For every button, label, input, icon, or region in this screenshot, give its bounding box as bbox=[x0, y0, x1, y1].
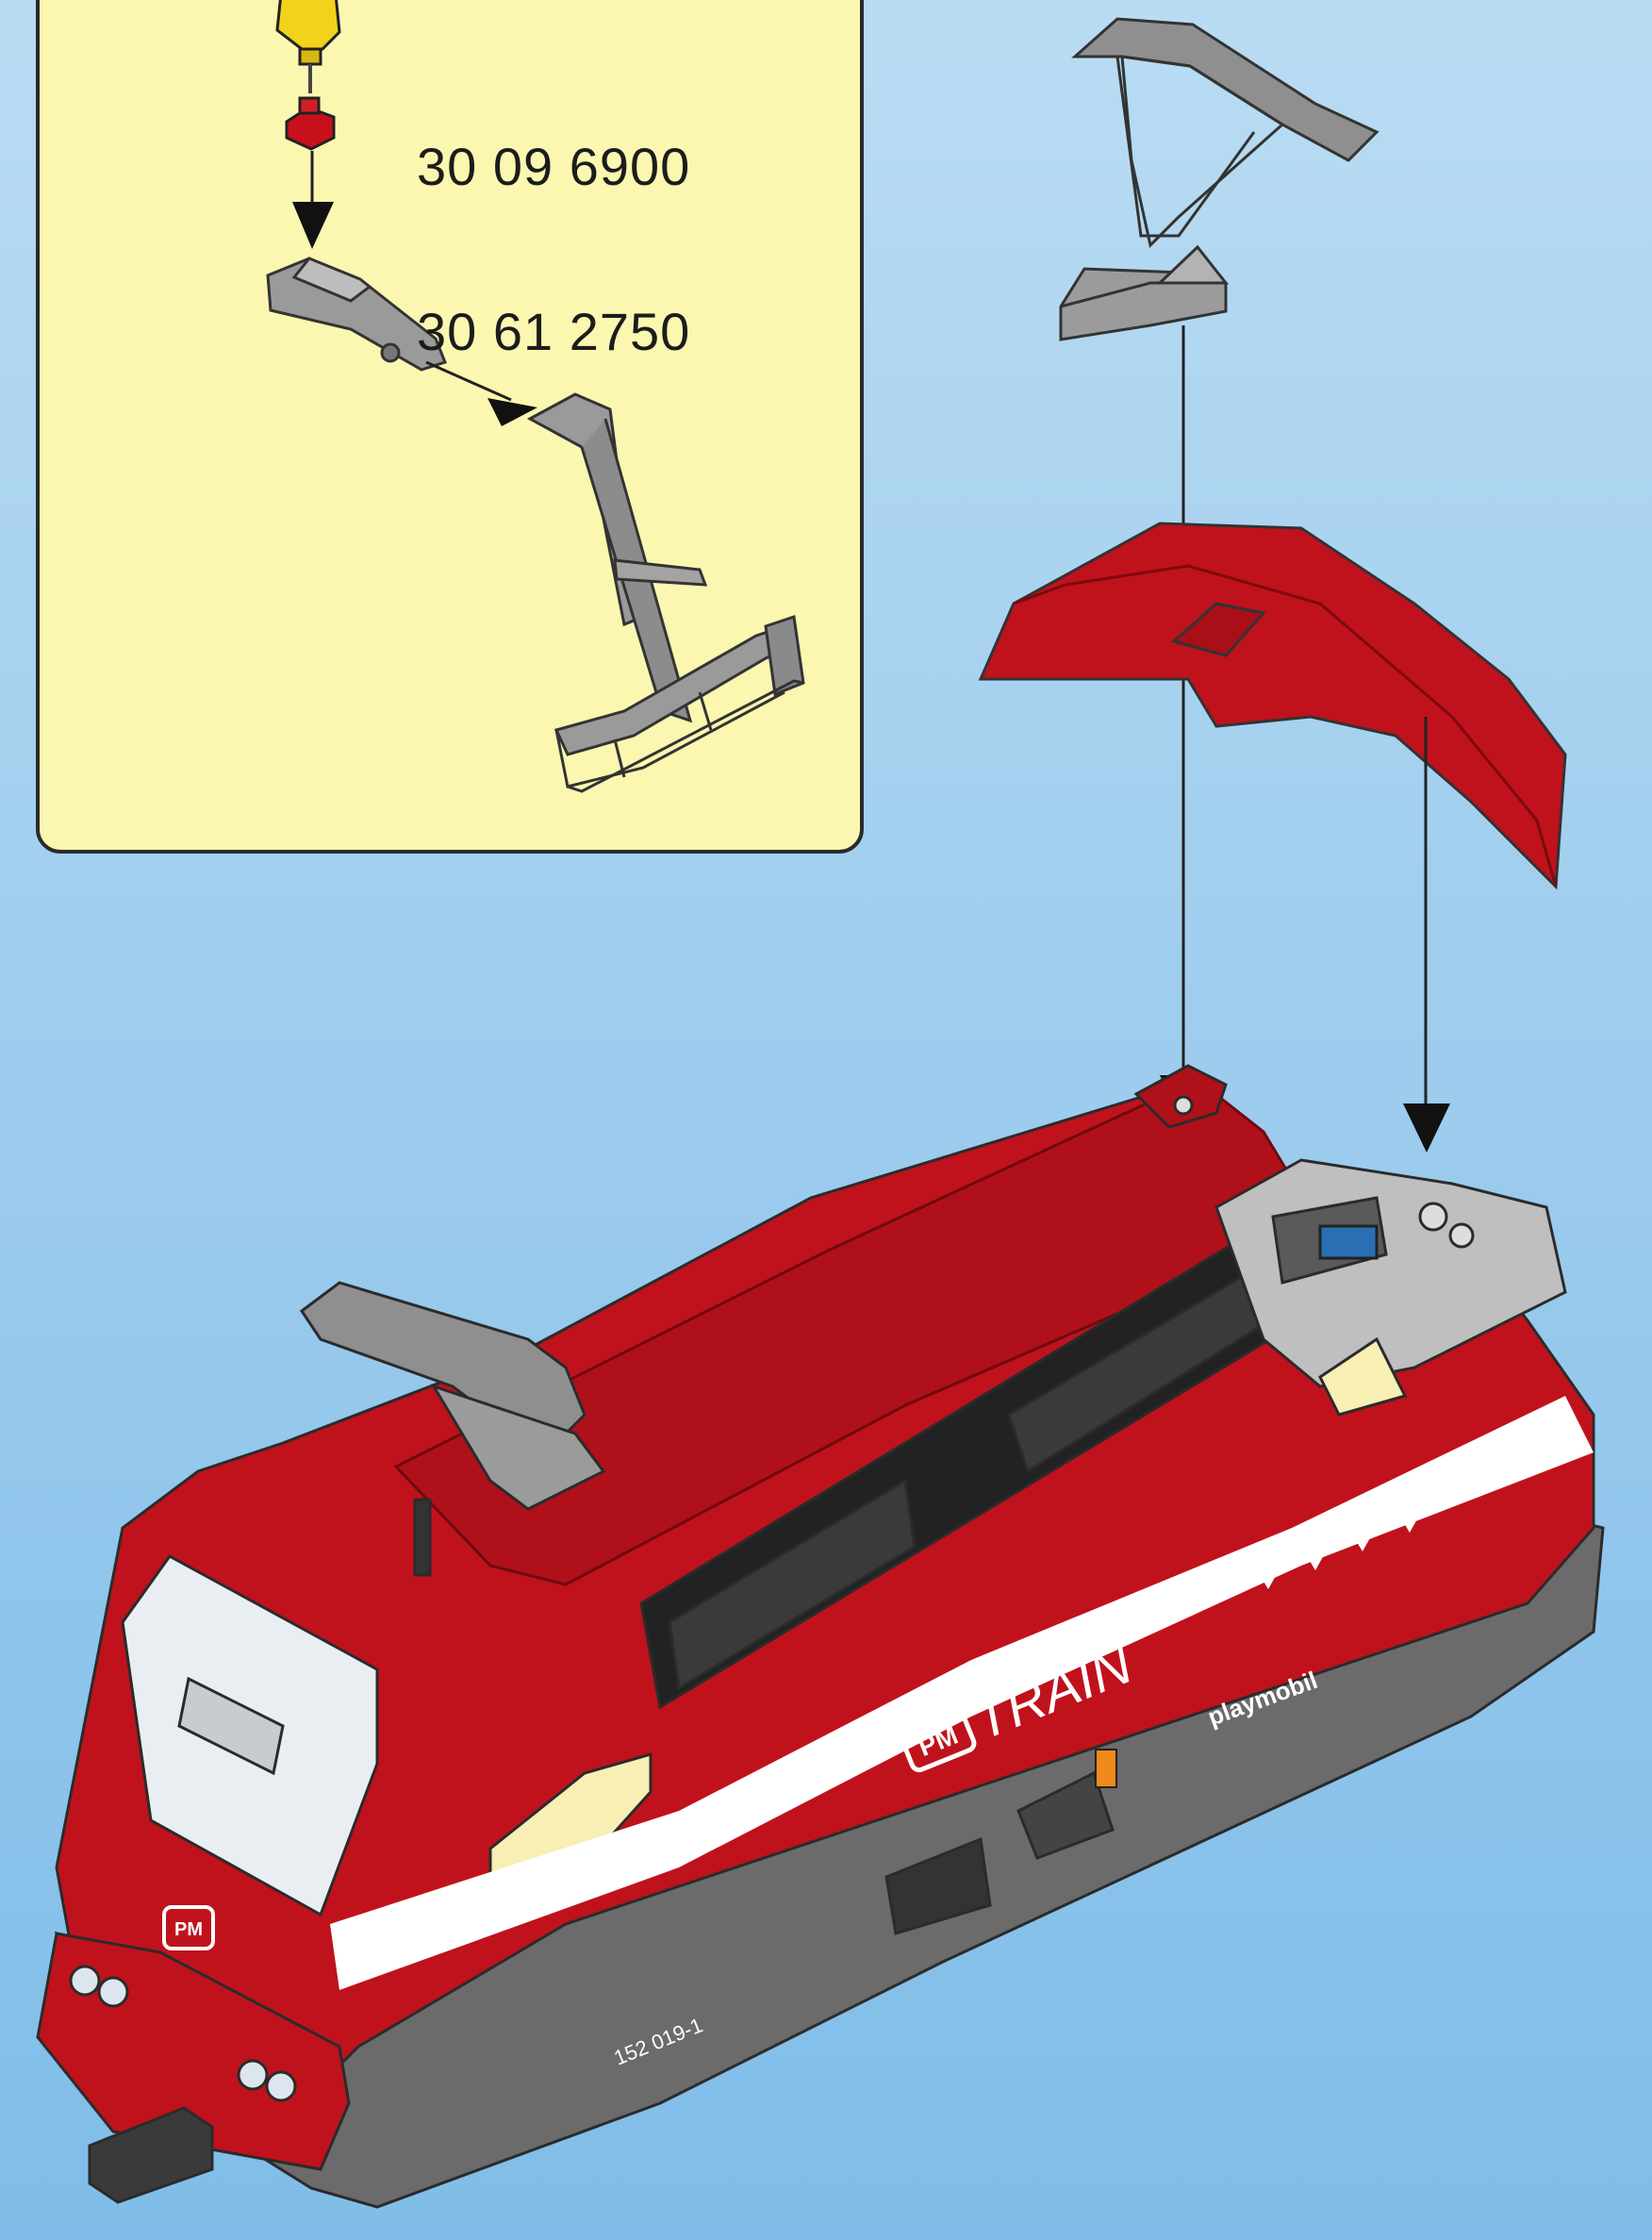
front-pm-badge: PM bbox=[164, 1907, 213, 1949]
roof-cover-icon bbox=[981, 523, 1565, 887]
warning-sign-icon bbox=[1096, 1750, 1116, 1787]
locomotive-icon bbox=[38, 1066, 1603, 2207]
pantograph-upper-icon bbox=[1061, 19, 1377, 340]
arrow-down-icon bbox=[1403, 1103, 1450, 1153]
front-pm-text: PM bbox=[174, 1919, 203, 1940]
